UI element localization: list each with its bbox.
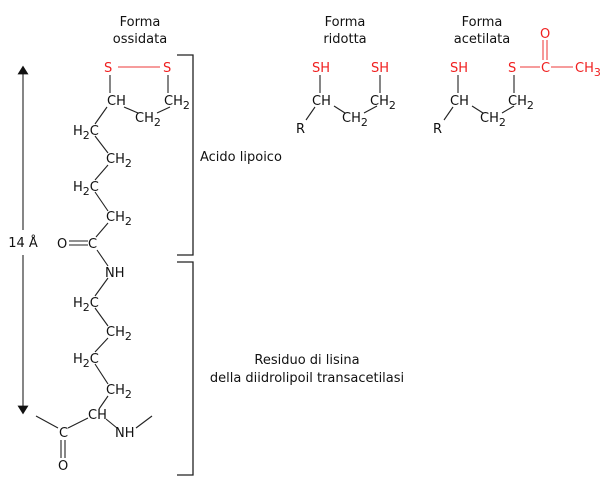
atom-ch2: CH2 bbox=[106, 210, 132, 228]
title-line: Forma bbox=[462, 15, 503, 30]
lysine-label-2: della diidrolipoil transacetilasi bbox=[210, 371, 404, 386]
atom-sh: SH bbox=[312, 61, 330, 76]
acetylated-atoms: SH S C CH3 O CH CH2 CH2 R bbox=[433, 27, 600, 137]
atom-ch2: CH2 bbox=[342, 111, 368, 129]
acetylated-bonds bbox=[443, 40, 573, 121]
atom-o: O bbox=[57, 237, 67, 252]
atom-sh: SH bbox=[371, 61, 389, 76]
atom-c: C bbox=[88, 237, 97, 252]
atom-r: R bbox=[296, 122, 305, 137]
title-line: Forma bbox=[325, 15, 366, 30]
lysine-bracket bbox=[177, 261, 194, 476]
atom-r: R bbox=[433, 122, 442, 137]
title-line: acetilata bbox=[454, 32, 510, 47]
atom-ch: CH bbox=[312, 94, 331, 109]
atom-ch: CH bbox=[450, 94, 469, 109]
atom-ch2: CH2 bbox=[164, 94, 190, 112]
distance-label: 14 Å bbox=[8, 235, 38, 251]
atom-h2c: H2C bbox=[73, 124, 99, 142]
title-line: Forma bbox=[120, 15, 161, 30]
lipoic-bracket bbox=[177, 54, 194, 256]
lysine-label-1: Residuo di lisina bbox=[254, 353, 359, 368]
atom-o: O bbox=[58, 459, 68, 474]
atom-ch2: CH2 bbox=[370, 94, 396, 112]
reduced-bonds bbox=[305, 75, 381, 121]
atom-h2c: H2C bbox=[73, 352, 99, 370]
atom-ch2: CH2 bbox=[135, 111, 161, 129]
atom-ch2: CH2 bbox=[106, 152, 132, 170]
oxidized-bonds bbox=[35, 66, 171, 458]
atom-c: C bbox=[541, 61, 550, 76]
atom-s: S bbox=[163, 61, 171, 76]
atom-o: O bbox=[540, 27, 550, 42]
oxidized-atoms: S S CH CH2 CH2 H2C CH2 H2C CH2 O C NH H2… bbox=[57, 61, 190, 474]
atom-h2c: H2C bbox=[73, 180, 99, 198]
lipoic-acid-label: Acido lipoico bbox=[200, 150, 282, 165]
atom-ch: CH bbox=[107, 94, 126, 109]
title-reduced: Forma ridotta bbox=[323, 15, 366, 47]
title-line: ossidata bbox=[113, 32, 167, 47]
atom-s: S bbox=[508, 61, 516, 76]
atom-nh: NH bbox=[115, 426, 135, 441]
atom-ch: CH bbox=[88, 408, 107, 423]
atom-h2c: H2C bbox=[73, 296, 99, 314]
title-acetylated: Forma acetilata bbox=[454, 15, 510, 47]
atom-ch2: CH2 bbox=[106, 325, 132, 343]
atom-s: S bbox=[104, 61, 112, 76]
atom-ch2: CH2 bbox=[480, 111, 506, 129]
title-oxidized: Forma ossidata bbox=[113, 15, 167, 47]
title-line: ridotta bbox=[323, 32, 366, 47]
atom-c: C bbox=[59, 426, 68, 441]
atom-ch3: CH3 bbox=[575, 61, 600, 79]
atom-sh: SH bbox=[450, 61, 468, 76]
atom-ch2: CH2 bbox=[508, 94, 534, 112]
atom-nh: NH bbox=[105, 266, 125, 281]
atom-ch2: CH2 bbox=[106, 383, 132, 401]
reduced-atoms: SH SH CH CH2 CH2 R bbox=[296, 61, 396, 137]
